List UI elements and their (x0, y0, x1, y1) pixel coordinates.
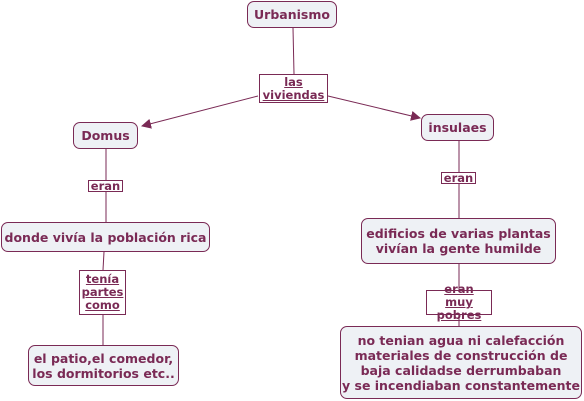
link-poblacion-tenia (102, 251, 105, 271)
node-patio[interactable]: el patio,el comedor, los dormitorios etc… (28, 345, 179, 386)
node-domus[interactable]: Domus (73, 122, 138, 149)
node-insulaes[interactable]: insulaes (421, 114, 494, 141)
label-las-viviendas: las viviendas (259, 74, 328, 103)
label-eran-right: eran (441, 170, 476, 185)
label-eran-left-text: eran (90, 178, 121, 193)
node-poblacion[interactable]: donde vivía la población rica (1, 222, 210, 252)
label-tenia-partes-como-text: tenía partes como (81, 272, 124, 312)
label-eran-muy-pobres: eran muy pobres (426, 283, 492, 322)
link-viviendas-insulaes (327, 95, 421, 121)
node-edificios[interactable]: edificios de varias plantas vivían la ge… (361, 218, 556, 264)
node-agua[interactable]: no tenian agua ni calefacción materiales… (340, 326, 582, 399)
label-eran-right-text: eran (443, 170, 474, 185)
link-urbanismo-viviendas (292, 27, 295, 75)
label-tenia-partes-como: tenía partes como (79, 270, 126, 315)
link-viviendas-domus (141, 95, 259, 129)
label-eran-left: eran (88, 178, 123, 193)
label-las-viviendas-text: las viviendas (262, 74, 325, 102)
label-eran-muy-pobres-text: eran muy pobres (436, 282, 482, 322)
node-urbanismo[interactable]: Urbanismo (247, 1, 337, 28)
